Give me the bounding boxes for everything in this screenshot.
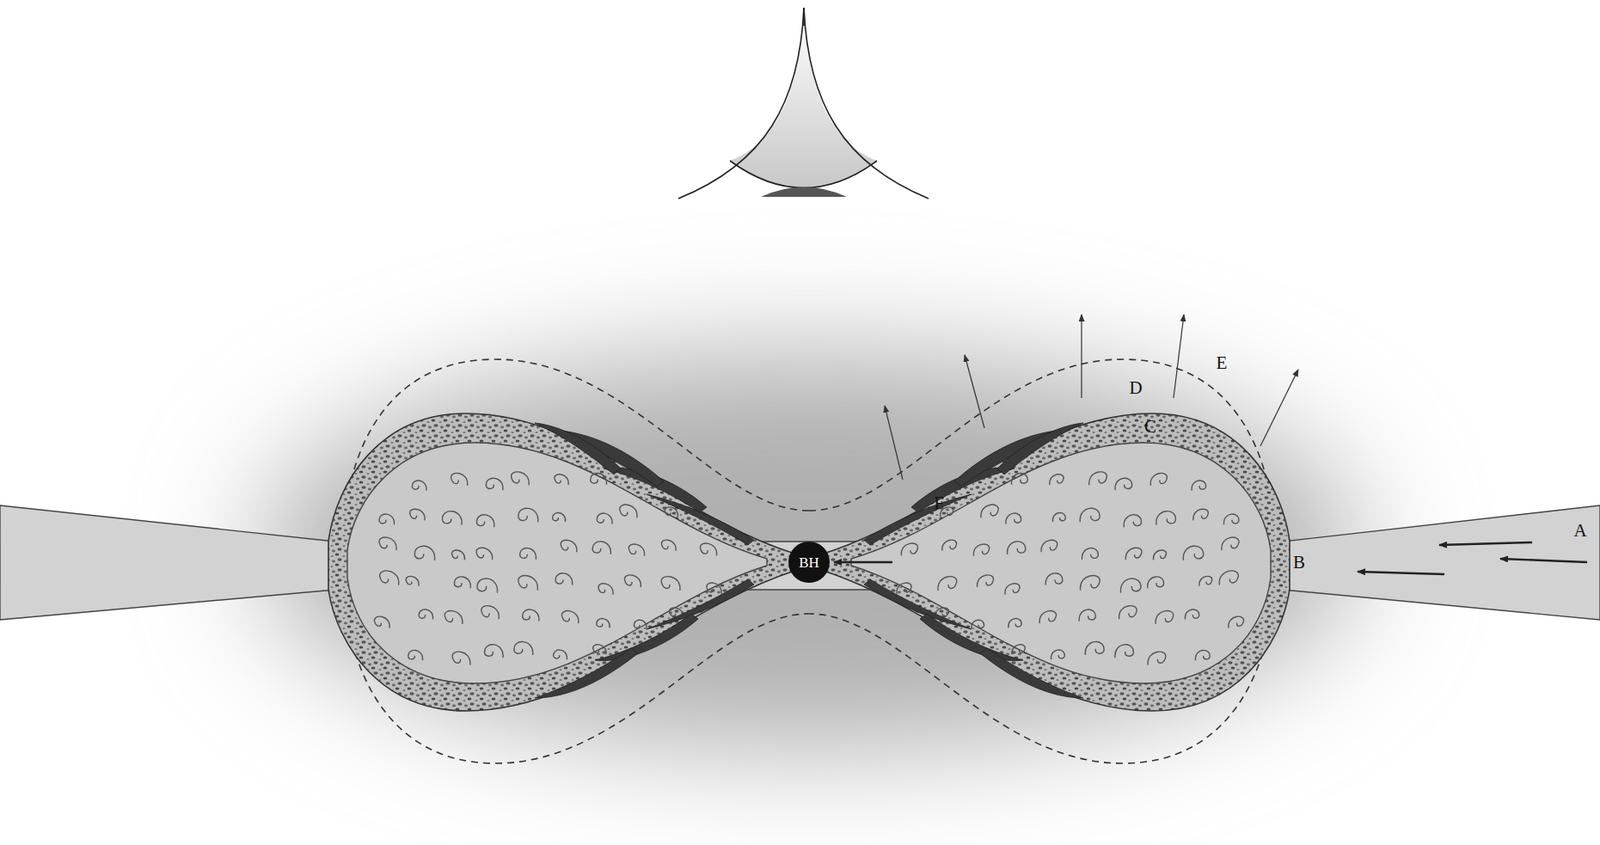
turbulent-swirl [1115,478,1133,491]
region-letter: D [1128,379,1142,398]
region-letter: E [1216,354,1228,373]
region-letter: C [1144,417,1157,436]
turbulent-swirl [1120,578,1141,594]
turbulent-swirl [1195,649,1210,661]
observer-eye [678,7,929,199]
turbulent-swirl [896,582,912,595]
turbulent-swirl [1011,472,1028,485]
turbulent-swirl [1125,547,1142,560]
turbulent-swirl [1221,537,1239,551]
turbulent-swirl [1119,606,1138,620]
turbulent-swirl [937,576,957,591]
black-hole: BH [788,541,830,583]
turbulent-swirl [1193,508,1208,521]
turbulent-swirl [1183,545,1203,561]
turbulent-swirl [1184,609,1199,620]
inflow-arrows [833,542,1588,575]
turbulent-swirl [1041,539,1058,552]
turbulent-swirl [1147,651,1166,666]
turbulent-swirl [1228,616,1245,628]
turbulent-swirl [1039,611,1056,625]
thin-disk [0,505,1600,620]
turbulent-swirl [1191,480,1206,491]
turbulent-swirl [1011,644,1025,656]
turbulent-swirl [1150,472,1167,485]
turbulent-swirl [942,539,957,552]
region-letter: F [933,494,945,513]
turbulent-swirl [1008,619,1022,629]
turbulent-swirl [1147,576,1165,589]
node-label: BH [798,555,820,571]
turbulent-swirl [1007,541,1026,555]
turbulent-swirl [1115,644,1134,658]
turbulent-swirl [1078,609,1096,622]
thick-torus [821,413,1290,712]
turbulent-swirl [1080,576,1101,591]
corona-glow [258,352,1360,748]
turbulent-swirl [1223,514,1239,525]
region-letter: B [1293,553,1306,572]
turbulent-swirl [1005,513,1022,525]
outflow-arrows [884,314,1299,480]
turbulent-swirl [1152,550,1166,560]
turbulent-swirl [1123,514,1141,528]
region-letter: A [1573,521,1587,540]
turbulent-swirl [1052,512,1066,522]
turbulent-swirl [1085,642,1104,656]
turbulent-swirl [980,504,999,518]
turbulent-swirl [1219,570,1239,586]
turbulent-swirl [1005,583,1020,595]
turbulent-swirl [1081,548,1098,560]
turbulent-swirl [1155,610,1174,624]
turbulent-swirl [1079,508,1100,522]
turbulent-swirl [1156,511,1177,526]
turbulent-swirl [1089,472,1108,485]
turbulent-swirl [1045,573,1063,586]
turbulent-swirl [1049,474,1064,485]
turbulent-swirl [1199,576,1213,586]
turbulent-swirl [977,575,994,588]
turbulent-swirl [971,619,985,629]
turbulent-swirl [973,544,989,557]
turbulent-swirl [1051,649,1066,660]
turbulent-swirl [901,543,918,556]
